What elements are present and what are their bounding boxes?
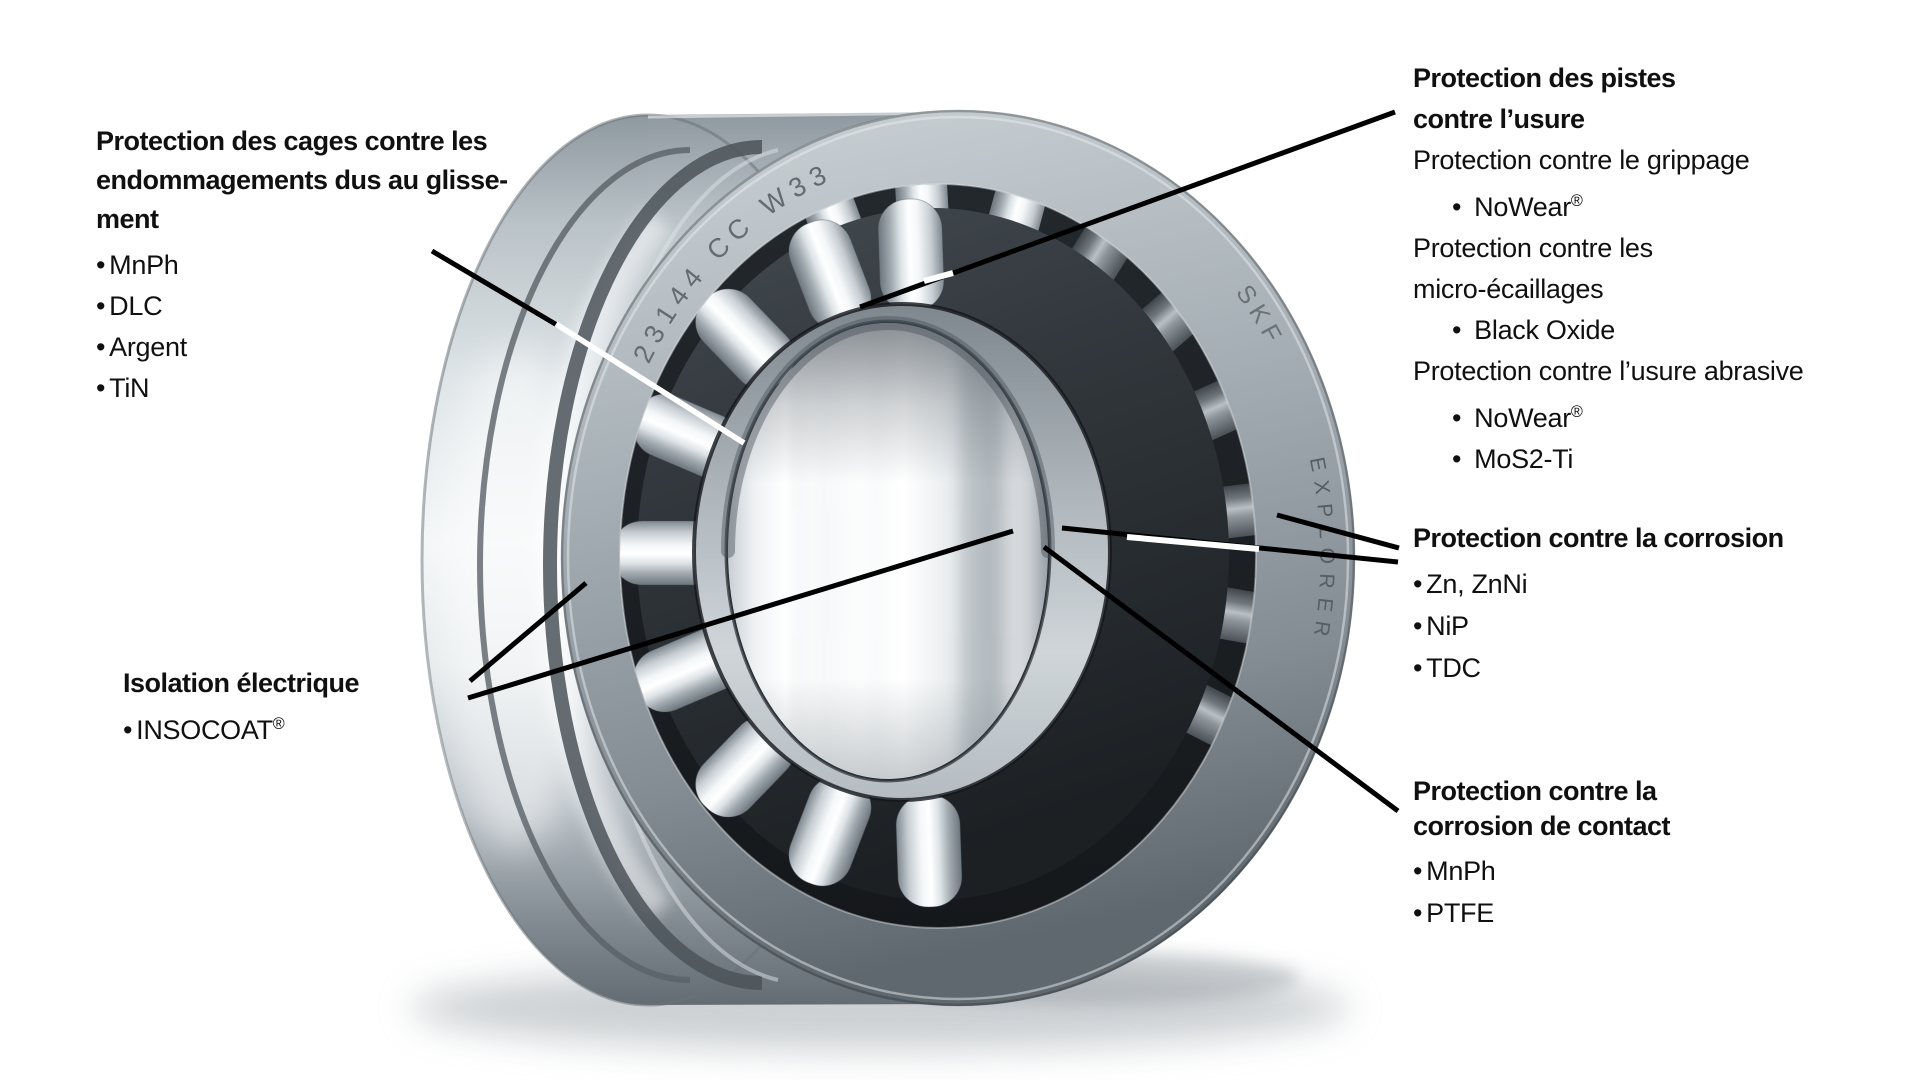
outer-groove-back: [477, 147, 691, 983]
annotation-isolation-title: Isolation électrique: [123, 668, 360, 698]
group-label: micro-écaillages: [1413, 274, 1604, 304]
annotation-isolation-list: INSOCOAT®: [123, 704, 359, 751]
leader-cages-white: [554, 321, 746, 446]
pistes-group-usure-abrasive: Protection contre l’usure abrasive NoWea…: [1413, 351, 1804, 480]
group-label: Protection contre les: [1413, 233, 1653, 263]
list-item: MnPh: [1413, 850, 1670, 892]
annotation-contact-title: Protection contre la corrosion de contac…: [1413, 776, 1671, 841]
leader-isolation-bore: [467, 528, 1014, 701]
list-item: DLC: [96, 286, 508, 327]
leader-isolation-outer: [468, 581, 588, 683]
annotation-corrosion-list: Zn, ZnNi NiP TDC: [1413, 563, 1784, 689]
annotation-contact-list: MnPh PTFE: [1413, 850, 1670, 934]
list-item: TiN: [96, 368, 508, 409]
annotation-pistes: Protection des pistes contre l’usure Pro…: [1413, 58, 1804, 480]
leader-corrosion-white: [1126, 534, 1260, 552]
bore: [721, 316, 1055, 779]
leader-lines: [430, 109, 1400, 814]
registered-mark: ®: [272, 715, 285, 733]
annotation-corrosion-title: Protection contre la corrosion: [1413, 523, 1784, 553]
list-item: NiP: [1413, 605, 1784, 647]
annotation-cages-list: MnPh DLC Argent TiN: [96, 245, 508, 409]
list-item: PTFE: [1413, 892, 1670, 934]
list-item: Black Oxide: [1452, 310, 1804, 351]
cage: [637, 208, 1230, 901]
list-item: TDC: [1413, 647, 1784, 689]
registered-mark: ®: [1570, 403, 1583, 421]
leader-pistes-white: [923, 270, 954, 284]
group-label: Protection contre l’usure abrasive: [1413, 356, 1804, 386]
list-item: INSOCOAT®: [123, 704, 359, 751]
pistes-group-grippage: Protection contre le grippage NoWear®: [1413, 140, 1804, 228]
list-item: Zn, ZnNi: [1413, 563, 1784, 605]
outer-groove-band: [543, 140, 763, 990]
annotation-contact-corrosion: Protection contre la corrosion de contac…: [1413, 774, 1671, 934]
leader-contact: [1042, 544, 1400, 814]
annotation-cages-title: Protection des cages contre les endommag…: [96, 126, 508, 234]
group-label: Protection contre le grippage: [1413, 145, 1750, 175]
list-item: MnPh: [96, 245, 508, 286]
leader-corrosion-rim: [1276, 512, 1400, 551]
list-item: NoWear®: [1452, 181, 1804, 228]
registered-mark: ®: [1570, 192, 1583, 210]
annotation-pistes-title: Protection des pistes contre l’usure: [1413, 63, 1676, 134]
pistes-group-micro-ecaillages: Protection contre les micro-écaillages B…: [1413, 228, 1804, 351]
list-item: Argent: [96, 327, 508, 368]
annotation-corrosion: Protection contre la corrosion Zn, ZnNi …: [1413, 518, 1784, 689]
list-item: MoS2-Ti: [1452, 439, 1804, 480]
list-item: NoWear®: [1452, 392, 1804, 439]
annotation-cages: Protection des cages contre les endommag…: [96, 122, 508, 409]
annotation-isolation: Isolation électrique INSOCOAT®: [123, 663, 360, 751]
